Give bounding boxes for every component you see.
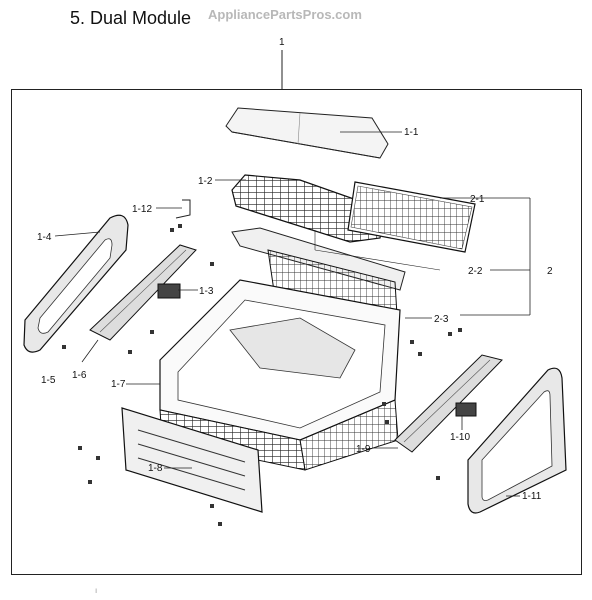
part-left-rail <box>89 244 197 341</box>
callout-1-12: 1-12 <box>132 204 152 215</box>
part-right-rail <box>394 354 503 453</box>
watermark: AppliancePartsPros.com <box>208 7 362 22</box>
diagram-title: 5. Dual Module <box>70 8 192 28</box>
callout-1-4: 1-4 <box>37 232 52 243</box>
part-grille <box>231 174 386 243</box>
callout-1-6: 1-6 <box>72 370 87 381</box>
part-top-lid <box>225 107 389 159</box>
part-main-frame <box>159 279 401 471</box>
callout-1-3: 1-3 <box>199 286 214 297</box>
part-right-panel <box>467 367 567 514</box>
callout-2-3: 2-3 <box>434 314 449 325</box>
callout-1-11: 1-11 <box>522 491 542 502</box>
callout-1-5: 1-5 <box>41 375 56 386</box>
callout-1-1: 1-1 <box>404 127 419 138</box>
callout-1: 1 <box>279 37 285 48</box>
callout-1-9: 1-9 <box>356 444 371 455</box>
stray-mark: ı <box>95 586 98 595</box>
callout-1-7: 1-7 <box>111 379 126 390</box>
callout-1-10: 1-10 <box>450 432 470 443</box>
callout-2-1: 2-1 <box>470 194 485 205</box>
part-front-panel <box>121 407 263 513</box>
callout-1-2: 1-2 <box>198 176 213 187</box>
part-left-panel <box>23 214 129 353</box>
part-filter-frame <box>347 181 476 253</box>
part-connector-right <box>455 402 477 417</box>
callout-2-2: 2-2 <box>468 266 483 277</box>
diagram-frame <box>11 89 582 575</box>
part-bracket <box>175 199 191 219</box>
part-connector-left <box>157 283 181 299</box>
screw-markers <box>62 224 462 526</box>
callout-2: 2 <box>547 266 553 277</box>
callout-1-8: 1-8 <box>148 463 163 474</box>
